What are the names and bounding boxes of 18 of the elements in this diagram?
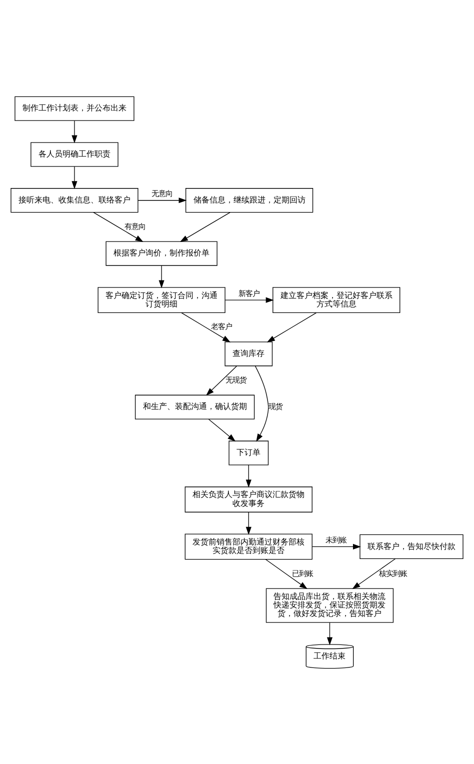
arrow bbox=[224, 296, 274, 302]
arrow bbox=[138, 197, 187, 203]
arrow bbox=[208, 418, 236, 441]
arrow bbox=[352, 558, 396, 589]
arrow bbox=[180, 212, 230, 242]
arrow bbox=[93, 212, 144, 242]
arrow bbox=[265, 558, 308, 589]
arrow bbox=[246, 511, 252, 534]
arrow bbox=[254, 365, 269, 442]
arrow bbox=[312, 543, 361, 549]
arrow bbox=[246, 464, 252, 488]
arrow bbox=[181, 312, 230, 342]
arrow bbox=[158, 264, 164, 288]
arrow bbox=[72, 120, 78, 143]
arrow bbox=[206, 365, 238, 396]
arrow bbox=[266, 312, 317, 342]
arrow bbox=[326, 622, 333, 645]
arrow bbox=[72, 166, 78, 189]
